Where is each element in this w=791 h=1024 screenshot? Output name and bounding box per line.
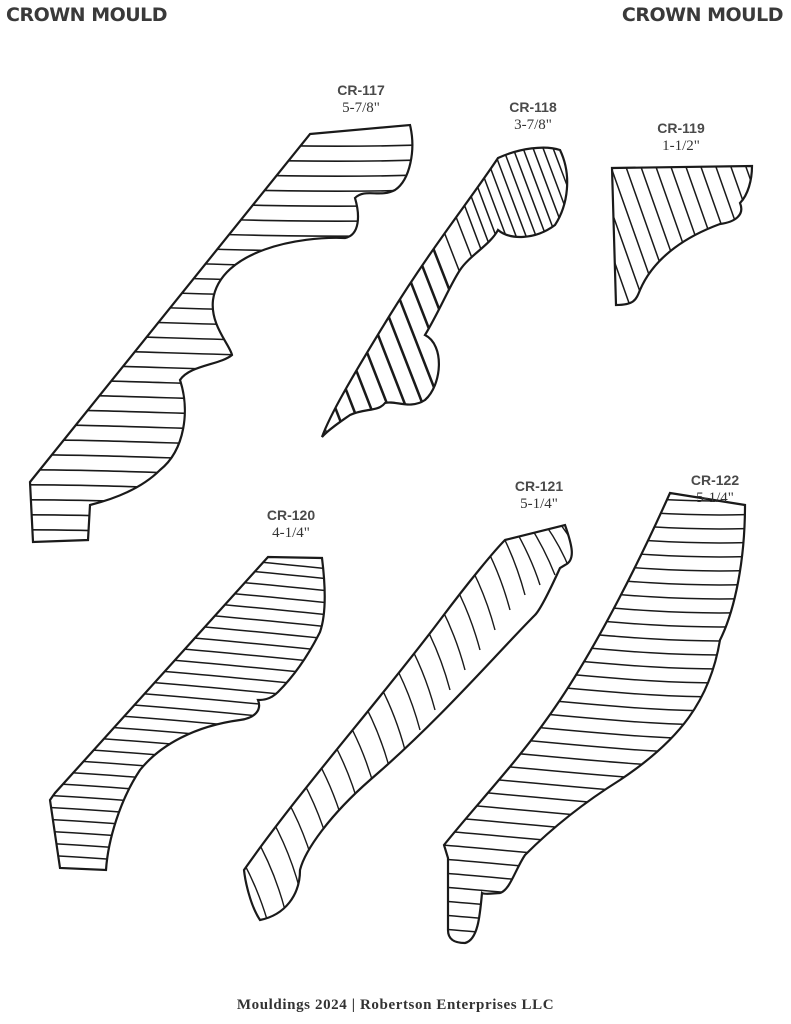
profile-label-cr-119: CR-119 1-1/2" xyxy=(636,119,726,155)
profile-code: CR-121 xyxy=(514,478,564,494)
profile-code: CR-117 xyxy=(337,82,385,98)
profile-code: CR-122 xyxy=(690,472,740,488)
profile-label-cr-122: CR-122 5-1/4" xyxy=(670,471,760,507)
profile-size: 5-7/8" xyxy=(342,100,380,116)
profile-label-cr-117: CR-117 5-7/8" xyxy=(316,81,406,117)
profile-size: 3-7/8" xyxy=(514,117,552,133)
profile-code: CR-119 xyxy=(657,120,705,136)
profile-drawing-cr-119 xyxy=(610,164,754,307)
profile-size: 1-1/2" xyxy=(662,138,700,154)
profile-label-cr-118: CR-118 3-7/8" xyxy=(488,98,578,134)
profile-size: 4-1/4" xyxy=(272,525,310,541)
profile-drawing-cr-117 xyxy=(28,123,414,544)
profile-drawing-cr-118 xyxy=(320,146,569,439)
page-footer: Mouldings 2024 | Robertson Enterprises L… xyxy=(236,997,555,1013)
profile-drawing-cr-122 xyxy=(442,491,747,945)
page-header-left: CROWN MOULD xyxy=(6,4,168,26)
profile-size: 5-1/4" xyxy=(696,490,734,506)
page-header-right: CROWN MOULD xyxy=(621,4,784,26)
profile-size: 5-1/4" xyxy=(520,496,558,512)
profile-code: CR-120 xyxy=(266,507,316,523)
profile-drawing-cr-120 xyxy=(48,555,326,872)
profile-code: CR-118 xyxy=(509,99,557,115)
profile-label-cr-121: CR-121 5-1/4" xyxy=(494,477,584,513)
profile-label-cr-120: CR-120 4-1/4" xyxy=(246,506,336,542)
